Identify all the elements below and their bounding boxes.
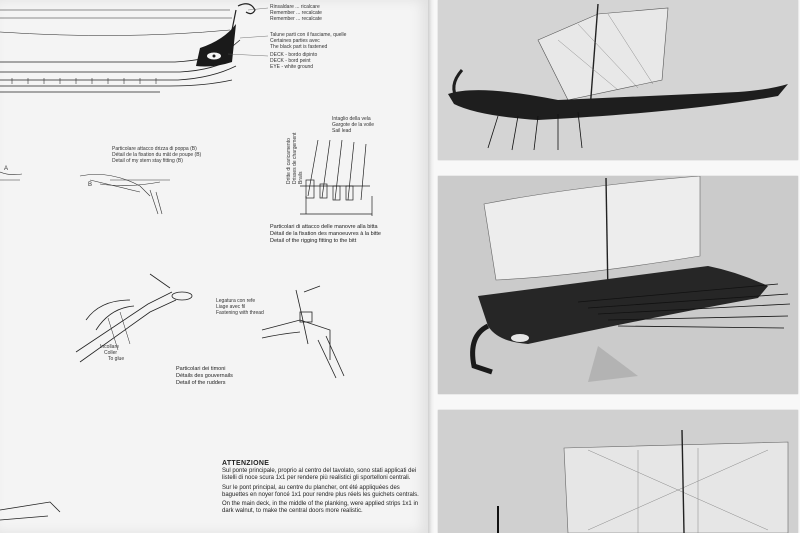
stern-detail-caption-it: Particolare attacco drizza di poppa (B) — [112, 146, 197, 152]
rudder-caption-en: Detail of the rudders — [176, 380, 226, 386]
attenzione-fr: Sur le pont principal, au centre du plan… — [222, 484, 419, 498]
top-note-2: Remember ... recalcate — [270, 10, 322, 16]
rigging-caption-en: Detail of the rigging fitting to the bit… — [270, 238, 357, 244]
label-a: A — [4, 166, 8, 172]
stern-detail-caption-fr: Détail de la fixation du mât de poupe (B… — [112, 152, 202, 158]
ship-photo-bottom — [438, 410, 798, 533]
stern-note-2: Certaines parties avec — [270, 38, 320, 44]
rudder-label-3: To glue — [108, 356, 125, 362]
attenzione-title: ATTENZIONE — [222, 460, 270, 467]
page-fold — [428, 0, 434, 533]
rigging-label-1: Intaglio della vela — [332, 116, 371, 122]
stern-detail-caption-en: Detail of my stern stay fitting (B) — [112, 158, 183, 164]
rudder-label-1: Incollare — [100, 344, 119, 350]
bow-note-2: DECK - bord peint — [270, 58, 311, 64]
instruction-sheet: A B Rinsaldare ... ricalcare Remember ..… — [0, 0, 428, 533]
rudder-label-2: Coller — [104, 350, 118, 356]
bow-note-3: EYE - white ground — [270, 64, 314, 70]
rigging-caption-it: Particolari di attacco delle manovre all… — [270, 224, 378, 230]
label-b: B — [88, 182, 92, 188]
ship-technical-drawing: A B — [0, 3, 373, 521]
stern-note-1: Talune parti con il fasciame, quelle — [270, 32, 347, 38]
lashing-caption-en: Fastening with thread — [216, 310, 264, 316]
rigging-label-2: Gargote de la voile — [332, 122, 374, 128]
lashing-caption-it: Legatura con refe — [216, 298, 256, 304]
bow-note-1: DECK - bordo dipinto — [270, 52, 318, 58]
ship-photo-middle — [438, 176, 798, 394]
rudder-caption-it: Particolari dei timoni — [176, 366, 226, 372]
stern-note-3: The black part is fastened — [270, 44, 328, 50]
lashing-caption-fr: Liage avec fil — [216, 304, 246, 310]
top-note-3: Remember ... recalcate — [270, 16, 322, 22]
attenzione-note: ATTENZIONE Sul ponte principale, proprio… — [222, 460, 427, 517]
top-note-1: Rinsaldare ... ricalcare — [270, 4, 320, 10]
rigging-vertical-3: Brails — [298, 171, 304, 184]
ship-photo-top — [438, 0, 798, 160]
rigging-label-3: Sail lead — [332, 128, 352, 134]
attenzione-en: On the main deck, in the middle of the p… — [222, 501, 419, 515]
attenzione-it: Sul ponte principale, proprio al centro … — [222, 468, 417, 482]
photo-sheet — [434, 0, 800, 533]
rigging-caption-fr: Détail de la fixation des manoeuvres à l… — [270, 231, 381, 237]
rudder-caption-fr: Détails des gouvernails — [176, 373, 233, 379]
